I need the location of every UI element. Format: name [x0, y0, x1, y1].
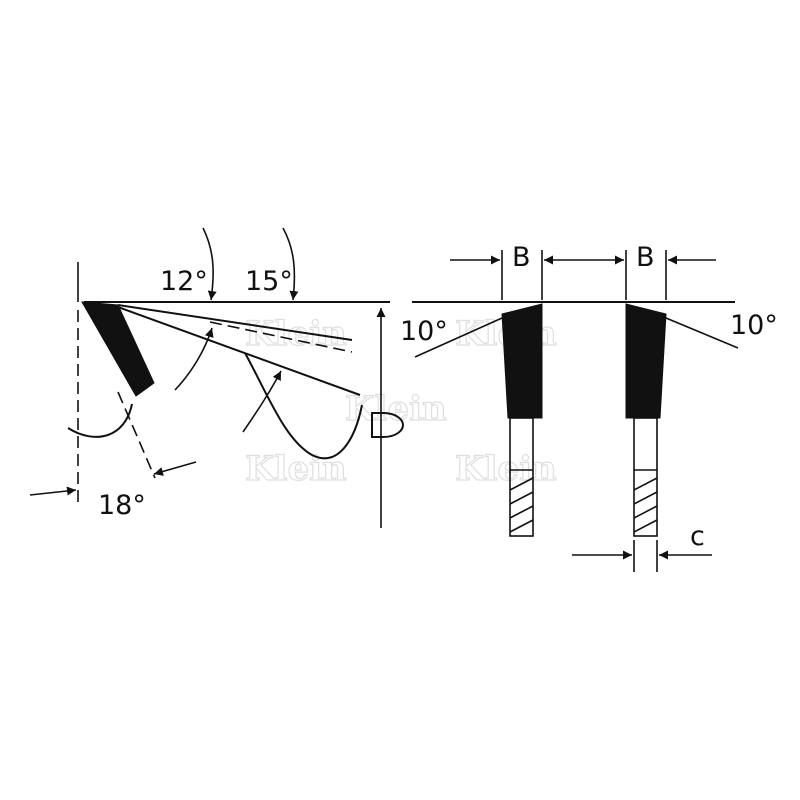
hook-angle-leader-arrow [202, 227, 217, 301]
side-angle-line-left [414, 317, 503, 358]
watermark-text: Klein [455, 449, 557, 489]
body-thickness-label: c [690, 521, 705, 552]
carbide-tip-left [501, 303, 543, 419]
tooth-body-arc [67, 403, 133, 438]
blade-body-left [509, 417, 534, 537]
hook-angle-label: 12° [160, 266, 208, 297]
watermark-text: Klein [245, 314, 347, 354]
carbide-tip [81, 301, 155, 397]
clearance-angle-label: 18° [98, 490, 146, 521]
diameter-symbol [371, 412, 405, 438]
top-bevel-line [117, 304, 353, 341]
kerf-width-label-left: B [512, 242, 531, 273]
blade-body-right [633, 417, 658, 537]
angle-18-arrow-left [29, 486, 77, 496]
gullet-curve [244, 352, 363, 460]
face-dashed-line [117, 391, 156, 479]
tooth-profile-view: 12° 15° 18° [29, 227, 405, 528]
clearance-angle-arc [242, 370, 282, 433]
side-angle-line-right [665, 317, 739, 349]
blade-body-right-hatch [633, 477, 658, 533]
angle-18-arrow [153, 461, 197, 476]
tooth-cross-section-view: B B 10° 10° c [400, 242, 778, 572]
carbide-tip-right [625, 303, 667, 419]
side-angle-label-left: 10° [400, 316, 448, 347]
top-angle-leader-arrow [282, 227, 299, 301]
kerf-width-label-right: B [636, 242, 655, 273]
watermark-text: Klein [245, 449, 347, 489]
hook-angle-arc [174, 327, 214, 391]
clearance-line [117, 306, 361, 396]
side-angle-label-right: 10° [730, 310, 778, 341]
blade-body-left-hatch [509, 477, 534, 533]
top-angle-label: 15° [245, 266, 293, 297]
top-bevel-dashed [209, 321, 353, 353]
